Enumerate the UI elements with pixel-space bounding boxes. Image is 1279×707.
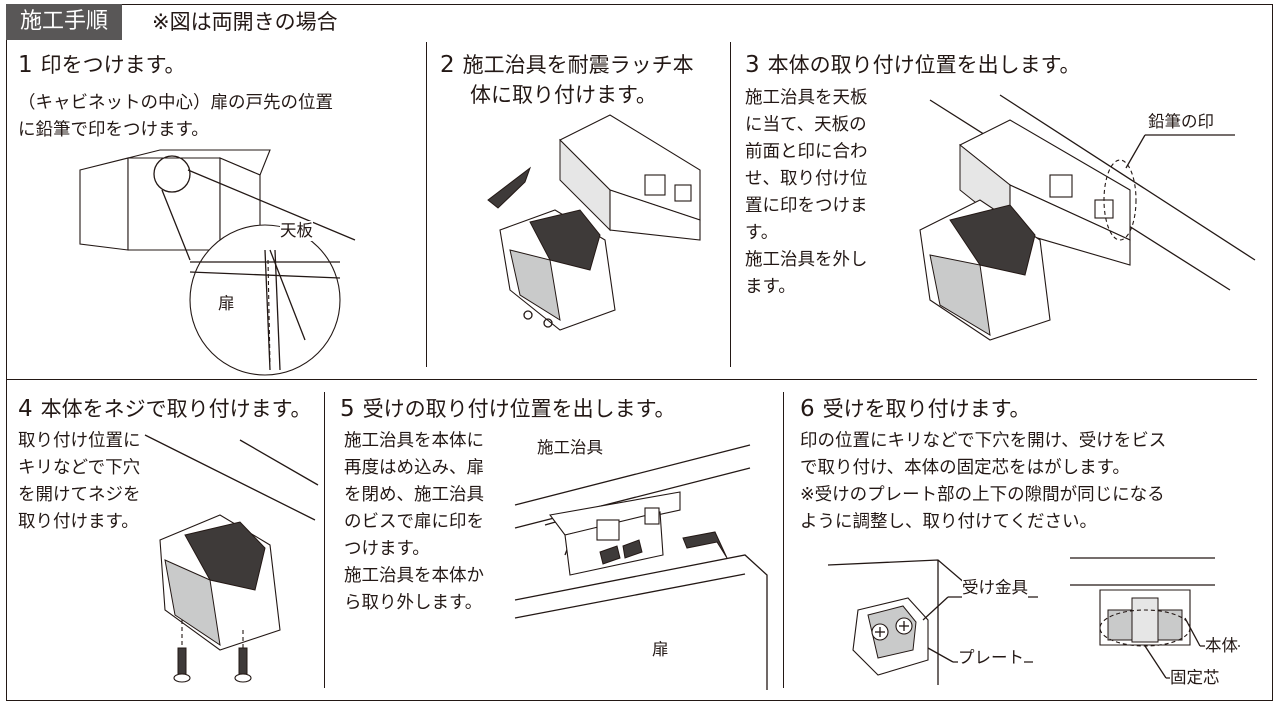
step6-title-text: 受けを取り付けます。: [822, 397, 1031, 421]
pencil-mark-ellipse: [1103, 159, 1137, 241]
step3-title: 3 本体の取り付け位置を出します。: [745, 52, 1081, 79]
step5-door-label: 扉: [652, 640, 669, 660]
step1-figure: [79, 149, 356, 376]
step1-text: （キャビネットの中心）扉の戸先の位置 に鉛筆で印をつけます。: [18, 93, 333, 140]
step4-number: 4: [18, 396, 33, 422]
screw-right: [234, 647, 252, 683]
step6-number: 6: [800, 396, 815, 422]
col-divider-2-3: [730, 42, 731, 367]
step3-text: 施工治具を天板 に当て、天板の 前面と印に合わ せ、取り付け位 置に印をつけま …: [745, 88, 868, 297]
row-divider: [6, 379, 1257, 380]
step5-text: 施工治具を本体に 再度はめ込み、扉 を閉め、施工治具 のビスで扉に印を つけます…: [344, 431, 484, 613]
step5-number: 5: [340, 396, 355, 422]
step3-number: 3: [745, 52, 760, 78]
step3-pencil-mark-label: 鉛筆の印: [1148, 112, 1214, 132]
step3-figure: [919, 94, 1256, 341]
latch-top: [949, 204, 1036, 276]
step5-title: 5 受けの取り付け位置を出します。: [340, 396, 676, 423]
col-divider-5-6: [783, 392, 784, 688]
direction-arrow: [487, 166, 532, 209]
header-note: ※図は両開きの場合: [152, 10, 338, 34]
ceiling-line: [144, 434, 316, 521]
jig-body: [609, 189, 701, 241]
step5-figure: [514, 444, 768, 690]
close-arrow: [682, 531, 728, 559]
latch-front: [509, 249, 561, 322]
step4-title-text: 本体をネジで取り付けます。: [40, 397, 312, 421]
step5-title-text: 受けの取り付け位置を出します。: [362, 397, 676, 421]
step5-jig-label: 施工治具: [537, 438, 603, 458]
detail-magnified-circle: [189, 224, 341, 376]
step4-text: 取り付け位置に キリなどで下穴 を開けてネジを 取り付けます。: [18, 431, 141, 532]
latch-top: [529, 209, 601, 271]
step1-number: 1: [18, 52, 33, 78]
step2-title: 2 施工治具を耐震ラッチ本: [440, 52, 694, 79]
step3-title-text: 本体の取り付け位置を出します。: [767, 53, 1081, 77]
step6-figure-left: [827, 559, 1038, 685]
step1-top-board-label: 天板: [280, 221, 313, 241]
step2-title-cont: 体に取り付けます。: [470, 83, 657, 107]
step1-title-text: 印をつけます。: [40, 53, 186, 77]
latch-top: [184, 521, 266, 591]
step6-core-label: 固定芯: [1170, 668, 1220, 688]
step4-figure: [144, 434, 319, 683]
cabinet-door-panel: [79, 157, 129, 251]
cabinet-top: [127, 149, 271, 176]
step6-text: 印の位置にキリなどで下穴を開け、受けをビス で取り付け、本体の固定芯をはがします…: [800, 431, 1167, 532]
detail-callout-circle: [153, 155, 191, 193]
header-title: 施工手順: [6, 4, 123, 40]
step6-body-label: 本体: [1205, 636, 1238, 656]
jig-plate: [564, 511, 664, 576]
step2-figure: [487, 114, 701, 331]
step2-title-line1: 施工治具を耐震ラッチ本: [462, 53, 694, 77]
col-divider-4-5: [324, 392, 325, 688]
step2-number: 2: [440, 52, 455, 78]
outer-frame: [6, 4, 1273, 701]
step4-title: 4 本体をネジで取り付けます。: [18, 396, 312, 423]
step1-door-label: 扉: [218, 294, 235, 314]
screw-left: [173, 647, 191, 683]
step1-title: 1 印をつけます。: [18, 52, 186, 79]
col-divider-1-2: [426, 42, 427, 367]
step6-figure-right: [1070, 557, 1240, 679]
top-board-line: [514, 444, 751, 506]
step6-receiver-label: 受け金具: [962, 578, 1028, 598]
step6-title: 6 受けを取り付けます。: [800, 396, 1031, 423]
step6-plate-label: プレート: [958, 648, 1024, 668]
